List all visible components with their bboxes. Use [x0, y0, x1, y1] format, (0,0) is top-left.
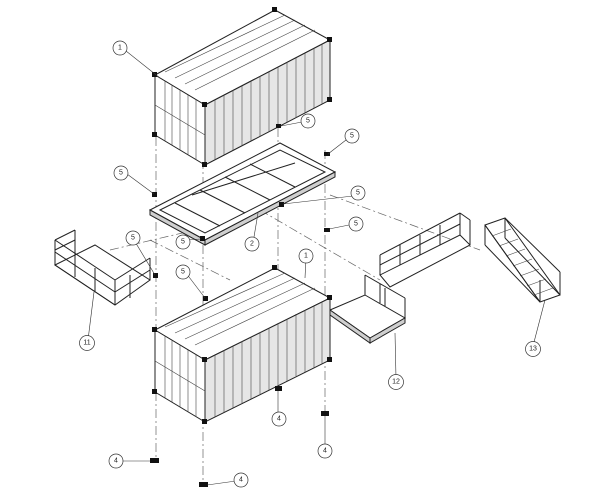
- callout-label: 5: [306, 118, 310, 125]
- twist-locks: [152, 124, 330, 301]
- callout-balloon: 4: [317, 443, 333, 459]
- callout-balloon: 12: [388, 374, 404, 390]
- walkway-bridge: [379, 212, 471, 288]
- callout-balloon: 11: [79, 335, 95, 351]
- callout-label: 13: [529, 346, 537, 353]
- callout-label: 4: [323, 448, 327, 455]
- callout-label: 4: [277, 416, 281, 423]
- staircase: [484, 217, 561, 303]
- callout-balloon: 1: [298, 248, 314, 264]
- left-platform-railing: [54, 229, 151, 306]
- callout-label: 1: [118, 45, 122, 52]
- base-frame: [148, 142, 337, 246]
- callout-balloon: 5: [175, 234, 191, 250]
- callout-balloon: 5: [175, 264, 191, 280]
- callout-balloon: 2: [244, 236, 260, 252]
- callout-label: 4: [114, 458, 118, 465]
- callout-balloon: 5: [300, 113, 316, 129]
- callout-balloon: 5: [113, 165, 129, 181]
- callout-balloon: 4: [108, 453, 124, 469]
- callout-label: 11: [83, 340, 90, 347]
- callout-label: 5: [131, 235, 135, 242]
- callout-label: 5: [181, 269, 185, 276]
- callout-label: 2: [250, 241, 254, 248]
- callout-label: 5: [350, 133, 354, 140]
- callout-balloon: 4: [233, 472, 249, 488]
- upper-shipping-container: [152, 7, 332, 167]
- callout-balloon: 5: [125, 230, 141, 246]
- callout-label: 4: [239, 477, 243, 484]
- callout-label: 5: [354, 221, 358, 228]
- callout-balloon: 4: [271, 411, 287, 427]
- callout-label: 5: [181, 239, 185, 246]
- callout-label: 5: [356, 190, 360, 197]
- callout-balloon: 13: [525, 341, 541, 357]
- callout-balloon: 5: [344, 128, 360, 144]
- callout-balloon: 1: [112, 40, 128, 56]
- callout-label: 5: [119, 170, 123, 177]
- lower-shipping-container: [152, 265, 332, 424]
- landing-platform: [328, 274, 407, 344]
- callout-label: 12: [392, 379, 400, 386]
- callout-balloon: 5: [348, 216, 364, 232]
- foot-pads: [150, 386, 329, 487]
- callout-label: 1: [304, 253, 308, 260]
- callout-balloon: 5: [350, 185, 366, 201]
